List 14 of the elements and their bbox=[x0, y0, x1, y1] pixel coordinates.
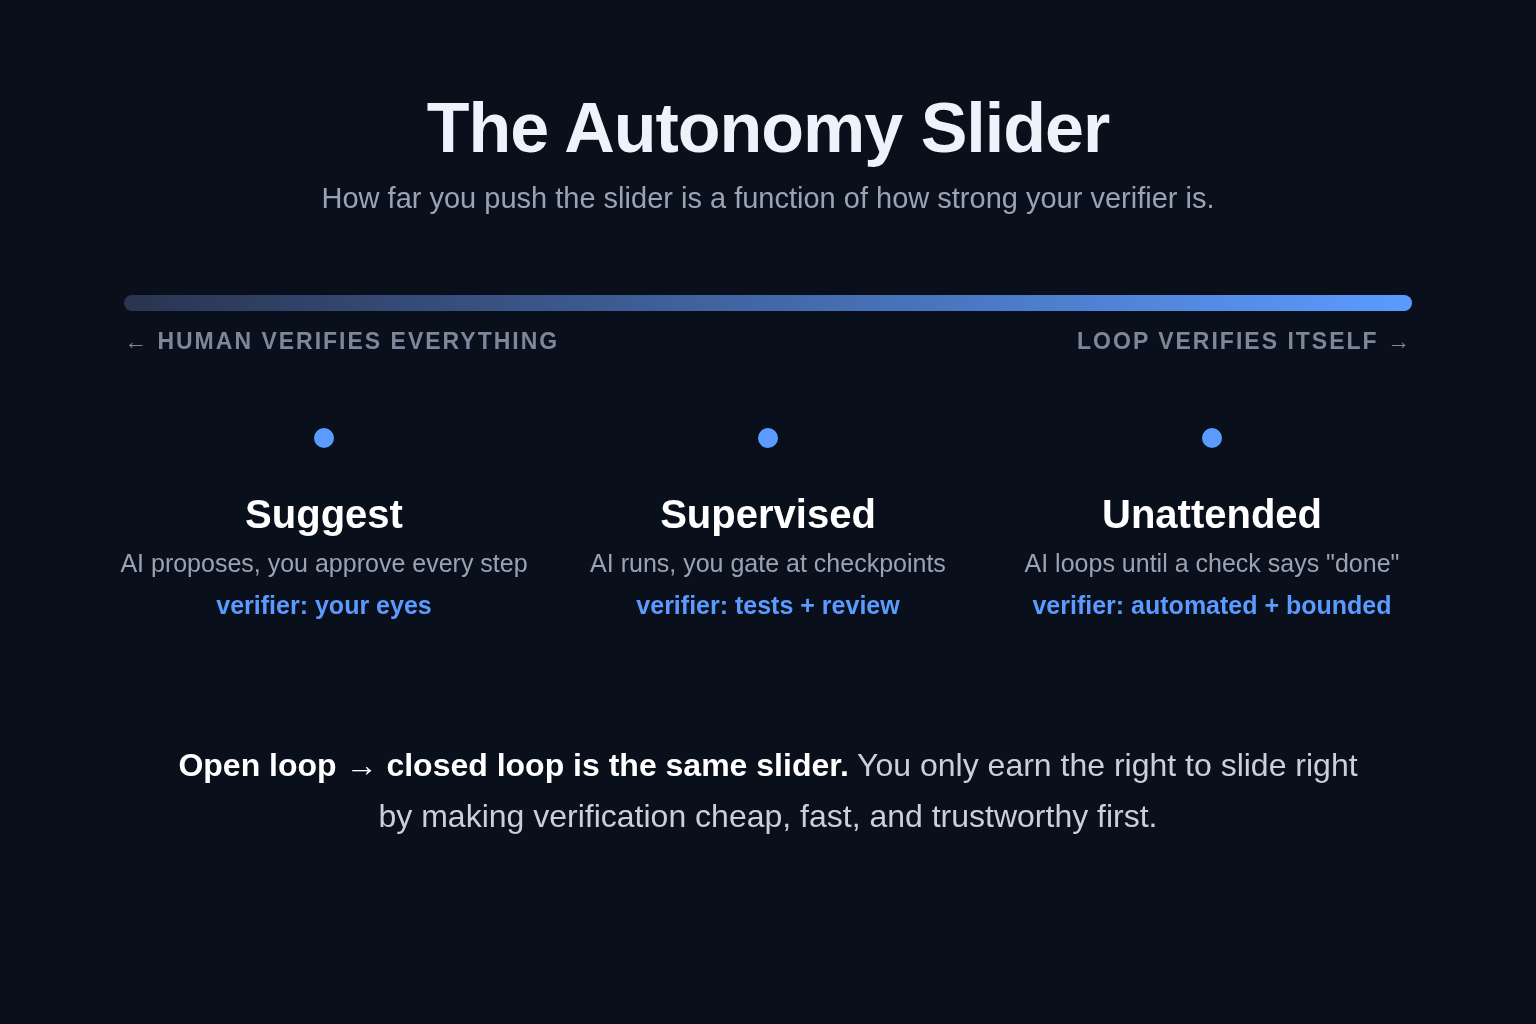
stage-description: AI runs, you gate at checkpoints bbox=[590, 548, 946, 579]
stage-heading: Supervised bbox=[660, 492, 876, 537]
verifier-label: verifier: your eyes bbox=[216, 591, 432, 620]
summary-text: Open loop → closed loop is the same slider. You only earn the right to slide right by making verification cheap, fast, and trustworthy first. bbox=[178, 747, 1358, 834]
stage-heading: Suggest bbox=[245, 492, 403, 537]
stage-description: AI loops until a check says "done" bbox=[1024, 548, 1400, 579]
stage-description: AI proposes, you approve every step bbox=[120, 548, 528, 579]
stage-heading: Unattended bbox=[1102, 492, 1322, 537]
verifier-label: verifier: tests + review bbox=[636, 591, 900, 620]
subtitle: How far you push the slider is a function of how strong your verifier is. bbox=[321, 182, 1215, 214]
slider-end-label: ← HUMAN VERIFIES EVERYTHING bbox=[124, 328, 560, 355]
slider-end-label: LOOP VERIFIES ITSELF → bbox=[1077, 328, 1412, 355]
verifier-label: verifier: automated + bounded bbox=[1032, 591, 1392, 620]
title: The Autonomy Slider bbox=[426, 89, 1110, 167]
